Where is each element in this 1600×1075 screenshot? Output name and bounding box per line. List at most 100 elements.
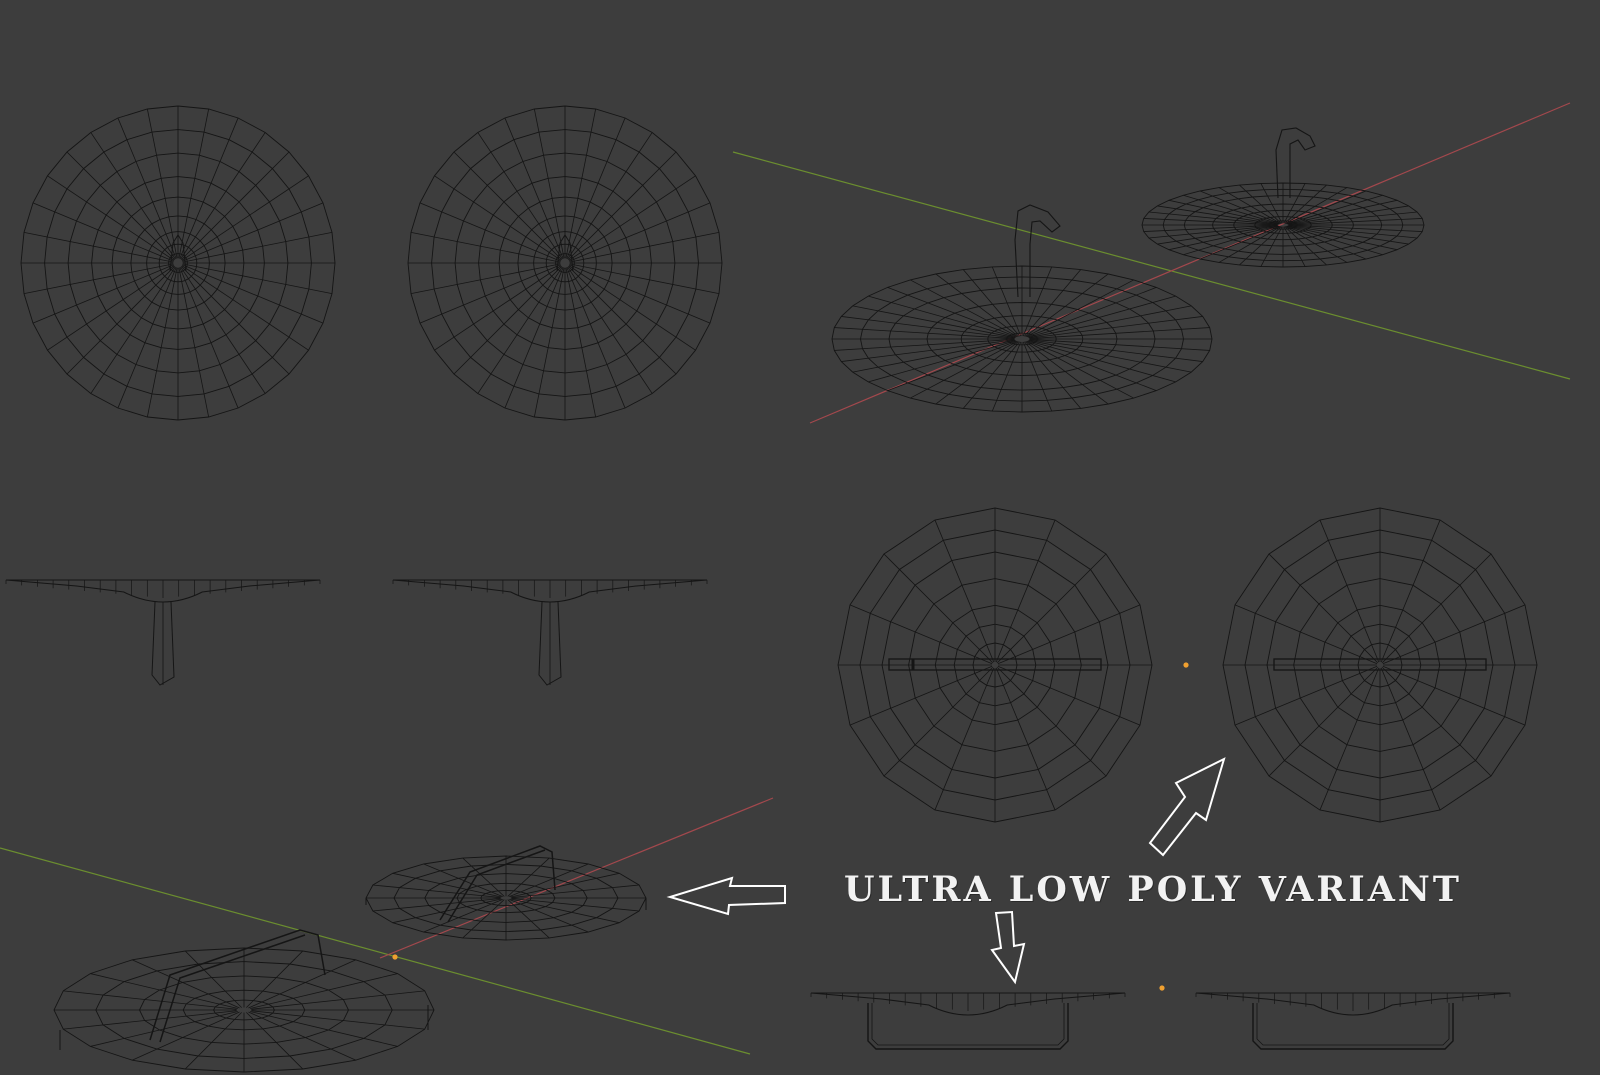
x-axis-line — [379, 797, 774, 959]
wire-spoke — [997, 665, 1141, 726]
wire-spoke — [1287, 205, 1409, 225]
wire-spoke — [1168, 225, 1279, 251]
wire-spoke — [504, 117, 564, 259]
wire-spoke — [248, 1011, 356, 1061]
wire-spoke — [419, 264, 561, 324]
handle-bar — [439, 845, 556, 923]
wire-spoke — [182, 264, 324, 324]
wire-spoke — [1239, 226, 1282, 266]
wire-spoke — [567, 266, 653, 394]
variant-caption: ULTRA LOW POLY VARIANT — [844, 869, 1462, 910]
rim-edge — [365, 898, 647, 910]
wire-spoke — [1148, 225, 1278, 239]
wire-spoke — [1157, 205, 1279, 225]
wire-spoke — [569, 264, 711, 324]
wire-spoke — [1268, 553, 1379, 664]
wire-spoke — [533, 267, 565, 418]
wire-spoke — [1025, 341, 1109, 405]
wire-spoke — [1285, 226, 1348, 263]
wire-spoke — [1286, 225, 1367, 260]
wire-spoke — [434, 265, 562, 351]
wire-spoke — [146, 108, 178, 259]
wire-spoke — [423, 898, 503, 933]
wire-spoke — [90, 266, 176, 394]
wire-spoke — [1026, 341, 1134, 399]
wire-spoke — [372, 898, 501, 912]
wire-spoke — [1199, 190, 1280, 225]
wire-spoke — [910, 341, 1018, 399]
wire-spoke — [1319, 519, 1380, 663]
wire-spoke — [504, 267, 564, 409]
wire-spoke — [178, 267, 210, 418]
wire-spoke — [1260, 226, 1283, 267]
wire-spoke — [90, 973, 238, 1009]
wire-spoke — [462, 899, 505, 939]
wire-spoke — [852, 339, 1016, 373]
wire-spoke — [511, 884, 640, 898]
wire-spoke — [434, 175, 562, 261]
wire-spoke — [179, 117, 239, 259]
wire-spoke — [1183, 194, 1280, 225]
wire-spoke — [1288, 211, 1418, 225]
wire-spoke — [1380, 519, 1441, 663]
wire-spoke — [1284, 226, 1327, 266]
wire-spoke — [181, 266, 290, 375]
wire-spoke — [178, 108, 210, 259]
wire-spoke — [567, 132, 653, 260]
handle-bar — [149, 929, 326, 1043]
lowpoly-perspective — [365, 845, 647, 941]
wire-spoke — [852, 305, 1016, 339]
wire-spoke — [995, 519, 1056, 663]
wire-spoke — [477, 266, 563, 394]
wire-spoke — [90, 132, 176, 260]
wire-spoke — [1286, 225, 1383, 256]
wire-spoke — [569, 202, 711, 262]
wire-spoke — [1143, 224, 1278, 232]
handle-bar — [867, 1003, 1069, 1050]
axis-lines — [0, 102, 1571, 1055]
wire-spoke — [509, 863, 589, 898]
wire-spoke — [1028, 295, 1176, 338]
wire-spoke — [1286, 190, 1367, 225]
wire-spoke — [1288, 218, 1423, 226]
wire-spoke — [410, 263, 561, 295]
wire-spoke — [887, 340, 1017, 391]
wire-spoke — [991, 266, 1022, 337]
wire-spoke — [63, 990, 237, 1010]
arrow-left-icon — [666, 876, 786, 916]
wire-spoke — [1285, 187, 1348, 224]
wire-spoke — [248, 959, 356, 1009]
wire-spoke — [1029, 316, 1203, 339]
lowpoly-top-view — [837, 507, 1153, 823]
wire-spoke — [1283, 183, 1306, 224]
callout-arrows — [666, 757, 1226, 985]
wire-spoke — [23, 263, 174, 295]
wire-spoke — [1234, 665, 1378, 726]
y-axis-line — [732, 151, 1571, 380]
wire-spoke — [995, 667, 1056, 811]
arrow-down-icon — [990, 910, 1026, 985]
wire-spoke — [841, 339, 1015, 362]
wire-spoke — [181, 265, 309, 351]
object-origin-dot — [1159, 985, 1165, 991]
wire-spoke — [117, 267, 177, 409]
wire-spoke — [392, 872, 502, 898]
wire-spoke — [372, 884, 501, 898]
wire-spoke — [246, 950, 303, 1008]
lowpoly-side-view — [1195, 992, 1511, 1050]
wire-spoke — [1028, 305, 1192, 339]
stem-shape — [556, 234, 574, 272]
wire-spoke — [1286, 194, 1383, 225]
wire-spoke — [1288, 225, 1418, 239]
wire-spoke — [66, 266, 175, 375]
wire-spoke — [1148, 211, 1278, 225]
wire-spoke — [533, 108, 565, 259]
wire-spoke — [251, 1010, 425, 1030]
wire-spoke — [569, 263, 720, 295]
wire-spoke — [462, 857, 505, 897]
wire-spoke — [132, 959, 240, 1009]
wire-spoke — [1268, 666, 1379, 777]
wire-spoke — [1022, 266, 1053, 337]
wire-spoke — [568, 151, 677, 260]
